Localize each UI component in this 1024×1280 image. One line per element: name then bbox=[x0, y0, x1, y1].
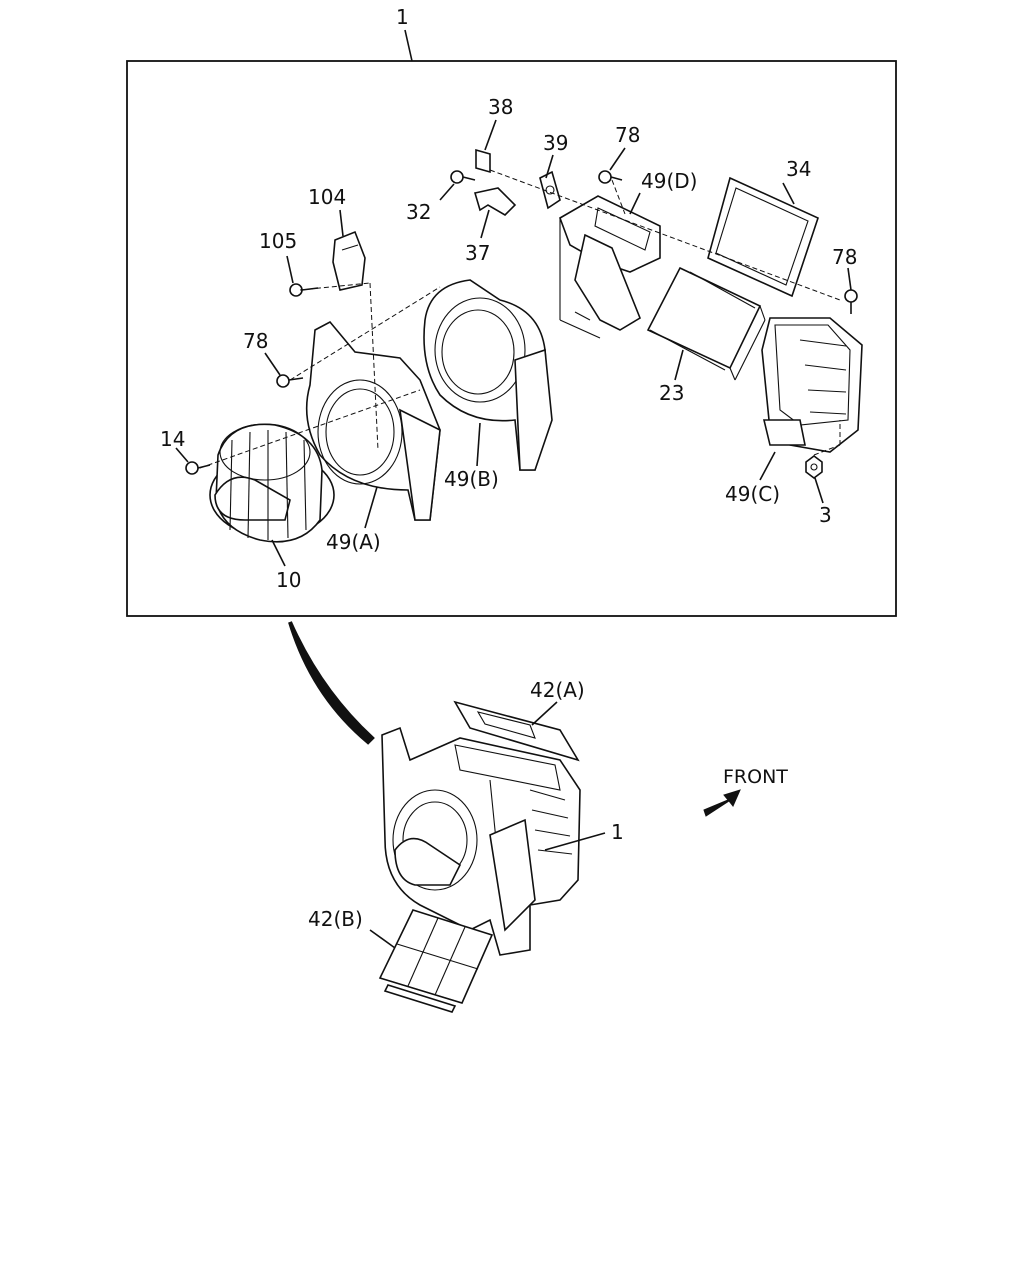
part-78-screw-left bbox=[276, 374, 304, 388]
label-part-14: 14 bbox=[160, 427, 185, 451]
label-part-42b: 42(B) bbox=[308, 907, 363, 931]
part-78-screw-right bbox=[844, 289, 858, 314]
part-3-nut bbox=[805, 455, 823, 479]
label-part-49d: 49(D) bbox=[641, 169, 697, 193]
label-part-23: 23 bbox=[659, 381, 684, 405]
part-49c-case bbox=[761, 317, 863, 453]
label-part-32: 32 bbox=[406, 200, 431, 224]
front-arrow-icon bbox=[703, 789, 741, 817]
label-part-37: 37 bbox=[465, 241, 490, 265]
label-front: FRONT bbox=[723, 766, 788, 788]
label-part-39: 39 bbox=[543, 131, 568, 155]
part-104-actuator bbox=[332, 230, 366, 291]
label-part-10: 10 bbox=[276, 568, 301, 592]
label-part-49b: 49(B) bbox=[444, 467, 499, 491]
assembled-unit bbox=[381, 726, 581, 956]
part-10-blower-motor bbox=[209, 423, 335, 543]
label-part-38: 38 bbox=[488, 95, 513, 119]
part-34-gasket bbox=[707, 176, 819, 298]
curved-pointer-arrow-icon bbox=[288, 621, 375, 745]
part-78-screw-top bbox=[598, 170, 623, 184]
exploded-view-frame bbox=[126, 60, 897, 617]
part-49a-plate bbox=[305, 320, 441, 521]
label-part-105: 105 bbox=[259, 229, 297, 253]
part-38-clip bbox=[475, 148, 491, 174]
part-32-screw bbox=[450, 170, 476, 184]
part-42b-filter bbox=[378, 909, 494, 1013]
part-49d-duct bbox=[559, 195, 661, 339]
label-part-78-left: 78 bbox=[243, 329, 268, 353]
label-part-42a: 42(A) bbox=[530, 678, 585, 702]
label-assembly-top: 1 bbox=[396, 5, 409, 29]
label-part-49c: 49(C) bbox=[725, 482, 780, 506]
label-part-49a: 49(A) bbox=[326, 530, 381, 554]
label-part-78-right: 78 bbox=[832, 245, 857, 269]
part-49b-scroll-housing bbox=[423, 279, 553, 471]
label-part-3: 3 bbox=[819, 503, 832, 527]
part-37-lever bbox=[473, 187, 517, 217]
part-23-core bbox=[646, 266, 766, 381]
label-assembly-bottom: 1 bbox=[611, 820, 624, 844]
part-42a-filter-plate bbox=[453, 700, 580, 762]
label-part-78-top: 78 bbox=[615, 123, 640, 147]
part-14-screw bbox=[185, 461, 211, 475]
label-part-34: 34 bbox=[786, 157, 811, 181]
label-part-104: 104 bbox=[308, 185, 346, 209]
